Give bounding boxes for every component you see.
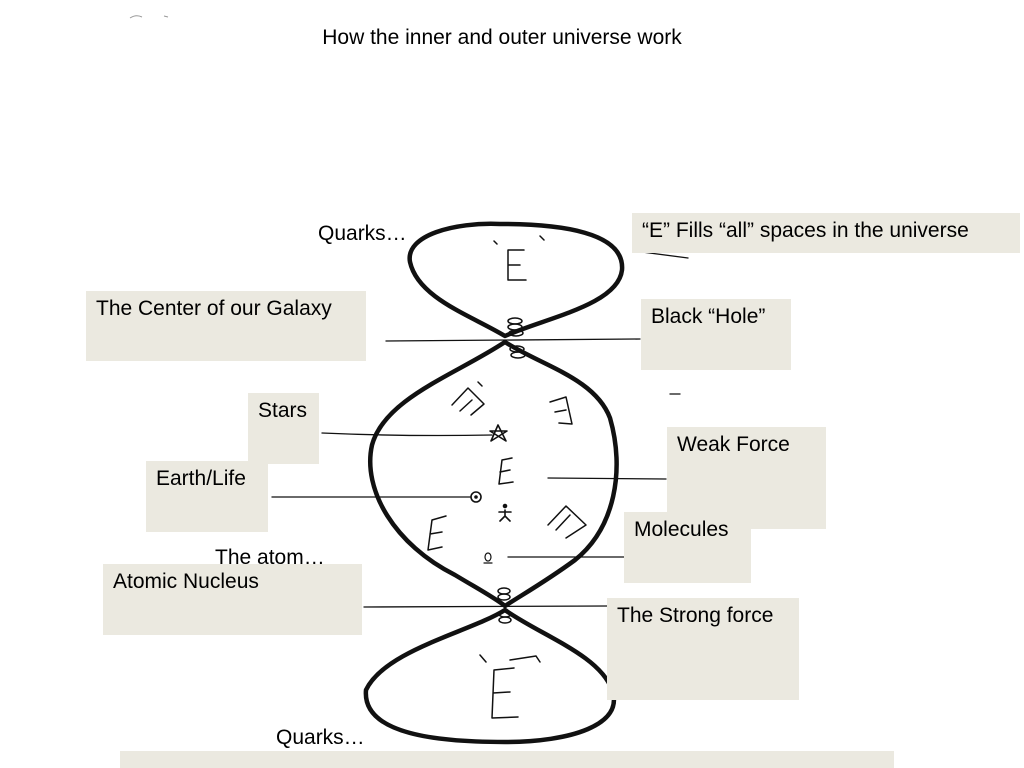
e-symbol-lower-left	[427, 515, 447, 551]
top-coil	[507, 317, 526, 359]
atomic-nucleus-label: Atomic Nucleus	[103, 564, 362, 635]
earth-symbol	[470, 491, 482, 503]
galaxy-center-label: The Center of our Galaxy	[86, 291, 366, 361]
page-title: How the inner and outer universe work	[322, 26, 682, 49]
e-symbol-bottom	[479, 654, 541, 719]
e-symbol-lower-right	[547, 505, 587, 539]
nucleus-line	[363, 605, 609, 608]
e-symbol-right	[549, 396, 573, 425]
galaxy-line-short	[641, 251, 689, 259]
bottom-empty-box	[120, 751, 894, 768]
star-symbol	[489, 424, 508, 442]
earth-life-label: Earth/Life	[146, 461, 268, 532]
quarks-top-label: Quarks…	[318, 222, 407, 245]
black-hole-label: Black “Hole”	[641, 299, 791, 370]
corner-mark	[129, 15, 169, 19]
bottom-lobe	[363, 607, 617, 745]
stars-label: Stars	[248, 393, 319, 464]
galaxy-line	[385, 338, 641, 342]
e-symbol-top	[493, 235, 545, 281]
middle-lobe	[368, 339, 619, 609]
person-symbol	[498, 503, 512, 522]
atom-symbol	[483, 552, 493, 564]
molecules-label: Molecules	[624, 512, 751, 583]
quarks-bottom-label: Quarks…	[276, 726, 365, 749]
top-lobe	[407, 221, 625, 339]
the-atom-label: The atom…	[215, 546, 325, 569]
e-symbol-center	[498, 457, 514, 485]
weak-force-line	[547, 477, 667, 480]
strong-force-label: The Strong force	[607, 598, 799, 700]
bottom-coil	[497, 587, 512, 624]
e-fills-label: “E” Fills “all” spaces in the universe	[632, 213, 1020, 253]
stars-line	[321, 432, 493, 437]
e-symbol-tilt-left	[451, 381, 485, 416]
